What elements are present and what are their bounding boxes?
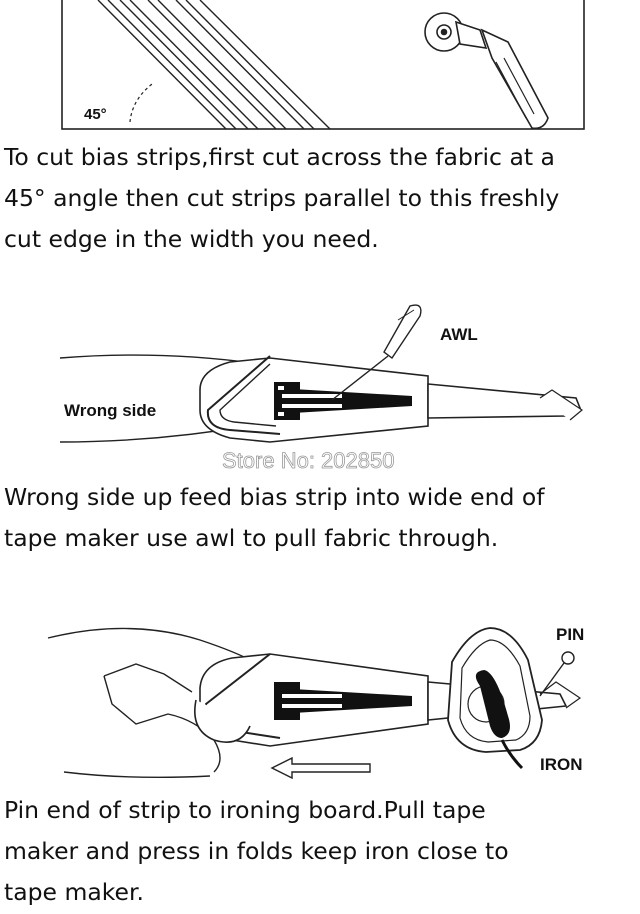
wrong-side-label: Wrong side <box>64 401 156 420</box>
feeding-illustration: AWL Wrong side Store No: 202850 <box>0 292 640 472</box>
rotary-cutter-icon <box>424 12 549 130</box>
fabric-rectangle <box>61 0 585 130</box>
pin-icon <box>539 651 575 697</box>
pull-arrow-icon <box>270 756 371 780</box>
pin-label: PIN <box>556 625 584 644</box>
cutting-caption: To cut bias strips,first cut across the … <box>4 137 638 260</box>
caption-line: Pin end of strip to ironing board.Pull t… <box>4 796 486 824</box>
hand-outline <box>47 627 255 779</box>
pressing-diagram: PIN IRON <box>47 625 584 780</box>
finger-outline <box>194 699 251 743</box>
pressing-caption: Pin end of strip to ironing board.Pull t… <box>4 790 638 913</box>
iron-label: IRON <box>540 755 583 774</box>
awl-icon <box>331 304 422 401</box>
cutting-illustration: 45° <box>0 0 640 135</box>
iron-icon <box>447 627 543 770</box>
strip-end <box>539 681 582 709</box>
caption-line: tape maker use awl to pull fabric throug… <box>4 524 499 552</box>
feeding-diagram: AWL Wrong side Store No: 202850 <box>59 304 584 472</box>
caption-line: Wrong side up feed bias strip into wide … <box>4 483 545 511</box>
slot-highlights <box>278 386 342 416</box>
caption-line: cut edge in the width you need. <box>4 225 379 253</box>
awl-label: AWL <box>440 325 478 344</box>
caption-line: tape maker. <box>4 878 144 906</box>
watermark: Store No: 202850 <box>222 448 394 472</box>
pressing-illustration: PIN IRON <box>0 600 640 790</box>
bias-strip-lines <box>97 0 331 130</box>
caption-line: 45° angle then cut strips parallel to th… <box>4 184 560 212</box>
cutting-diagram: 45° <box>61 0 585 130</box>
angle-arc <box>129 83 153 123</box>
angle-label: 45° <box>84 106 107 123</box>
caption-line: To cut bias strips,first cut across the … <box>4 143 555 171</box>
slot-highlights <box>282 694 342 708</box>
caption-line: maker and press in folds keep iron close… <box>4 837 509 865</box>
feeding-caption: Wrong side up feed bias strip into wide … <box>4 477 638 559</box>
